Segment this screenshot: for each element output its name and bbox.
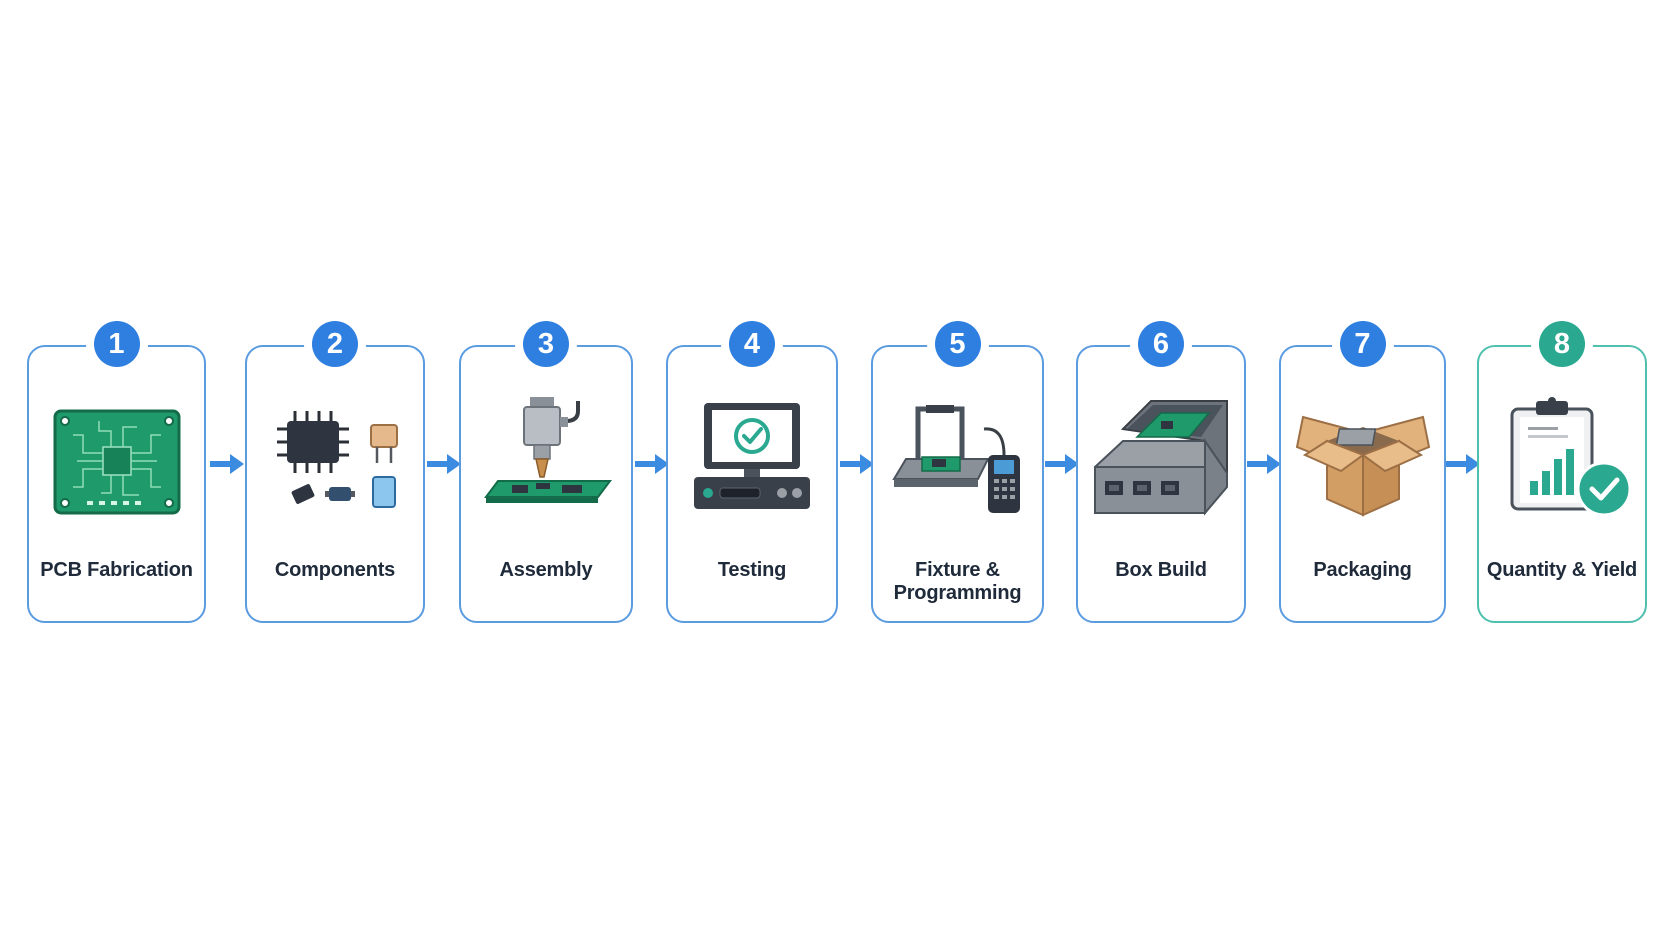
arrow-right-icon [1043, 451, 1081, 477]
step-number-badge: 5 [934, 321, 981, 367]
pcb-board-icon [47, 397, 187, 517]
step-label: Quantity & Yield [1486, 559, 1638, 581]
enclosure-icon [1091, 397, 1231, 517]
step-number-badge: 7 [1339, 321, 1386, 367]
step-number-badge: 1 [93, 321, 140, 367]
test-fixture-programmer-icon [888, 397, 1028, 517]
pick-and-place-icon [476, 397, 616, 517]
step-number-badge: 4 [729, 321, 775, 367]
step-label: PCB Fabrication [40, 559, 193, 581]
arrow-right-icon [1245, 451, 1283, 477]
step-card-assembly: 3 Assembly [459, 321, 633, 623]
clipboard-check-icon [1492, 397, 1632, 517]
test-computer-icon [682, 397, 822, 517]
step-label: Packaging [1313, 559, 1412, 581]
open-box-icon [1293, 397, 1433, 517]
arrow-right-icon [208, 451, 246, 477]
step-label: Assembly [499, 559, 593, 581]
step-number-badge: 2 [312, 321, 358, 367]
step-number-badge: 6 [1138, 321, 1184, 367]
arrow-right-icon [425, 451, 463, 477]
step-label: Testing [717, 559, 787, 581]
step-label: Box Build [1115, 559, 1207, 581]
step-card-testing: 4 Testing [666, 321, 838, 623]
step-card-fixture-programming: 5 Fixture & Programming [871, 321, 1044, 623]
step-card-pcb-fabrication: 1 PCB Fabrication [27, 321, 206, 623]
step-number-badge: 3 [523, 321, 569, 367]
arrow-right-icon [633, 451, 671, 477]
arrow-right-icon [838, 451, 876, 477]
step-number-badge: 8 [1539, 321, 1585, 367]
arrow-right-icon [1444, 451, 1482, 477]
step-card-quantity-yield: 8 Quantity & Yield [1477, 321, 1647, 623]
electronic-components-icon [265, 397, 405, 517]
step-card-packaging: 7 Packaging [1279, 321, 1446, 623]
step-card-components: 2 Components [245, 321, 425, 623]
step-card-box-build: 6 Box Build [1076, 321, 1246, 623]
step-label: Fixture & Programming [893, 559, 1022, 604]
step-label: Components [274, 559, 396, 581]
